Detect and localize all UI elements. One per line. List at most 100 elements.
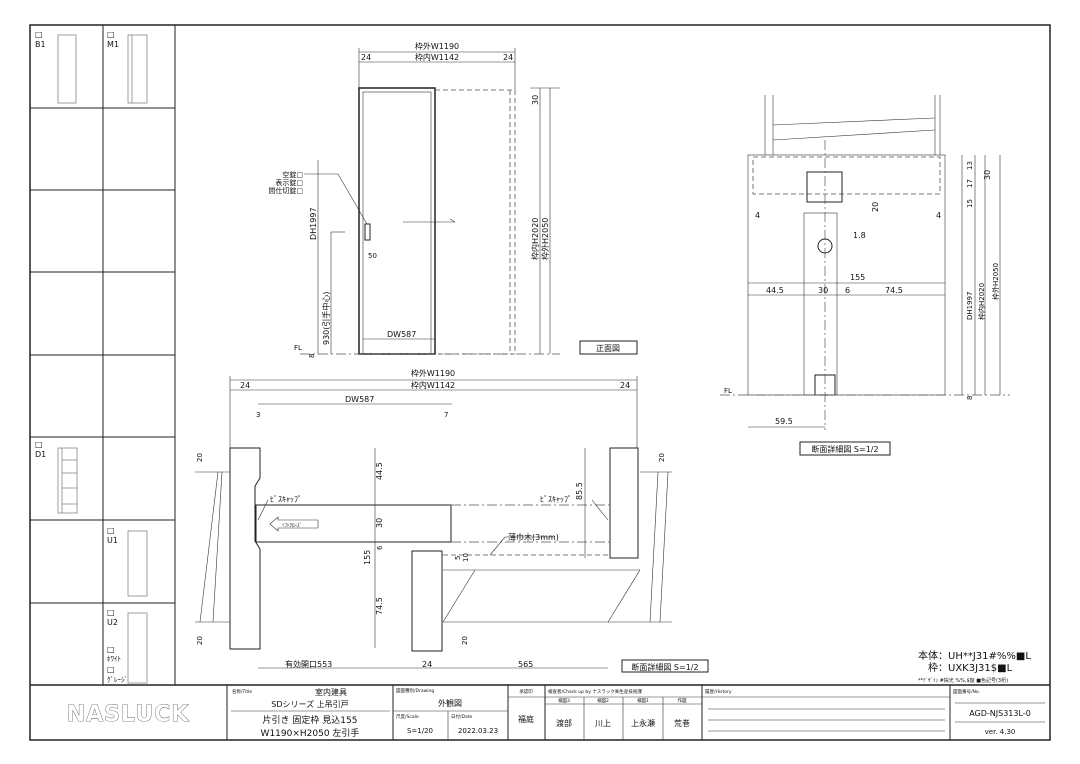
approval-name: 福庭 [518, 714, 534, 724]
color-gray-checkbox[interactable]: □ [107, 665, 115, 674]
dim: 5 [454, 556, 462, 560]
number-label: 図面番号/No. [953, 688, 980, 695]
checker-name: 渡部 [556, 718, 572, 728]
checkbox[interactable]: □ [107, 30, 115, 39]
dim: 6 [376, 545, 384, 550]
panel-d1[interactable]: □ D1 [35, 440, 78, 514]
dim-20: 20 [871, 202, 880, 212]
soft-close-arrow-icon [269, 516, 319, 532]
checkbox[interactable]: □ [107, 526, 115, 535]
dim: 30 [375, 518, 384, 528]
dim: 15 [966, 199, 974, 208]
title-line: 室内建具 [315, 687, 347, 697]
date-label: 日付/Date [451, 713, 473, 720]
drawing-number: AGD-NJS313L-0 [969, 709, 1031, 718]
panel-b1[interactable]: □ B1 [35, 30, 77, 104]
dim-handle-height: 930(引手中心) [321, 291, 331, 345]
lock-option: 表示錠□ [275, 178, 303, 187]
dim-part: 30 [818, 286, 828, 295]
scale-value: S=1/20 [407, 727, 433, 735]
dim-4-left: 4 [755, 211, 760, 220]
checkbox[interactable]: □ [107, 608, 115, 617]
check-label: 検査者/Check up by ナスラック㈱生産技術課 [548, 688, 642, 695]
dim: 10 [462, 553, 470, 562]
dim-floor-gap: 8 [308, 354, 316, 358]
history-label: 履歴/History [705, 689, 732, 695]
dim: 17 [966, 179, 974, 188]
dim-door-height: DH1997 [309, 207, 318, 240]
dim-1-8: 1.8 [853, 231, 866, 240]
dim-outer-height: 枠外H2050 [991, 263, 1000, 300]
dim-door-width: DW587 [345, 395, 374, 404]
panel-code: B1 [35, 40, 46, 49]
checker-role: 検図3 [558, 697, 570, 704]
nasluck-logo: NASLUCK [67, 702, 190, 727]
checker-name: 荒巻 [674, 718, 690, 728]
dim-side-left: 24 [361, 53, 371, 62]
checker-role: 検図2 [597, 697, 609, 704]
dim-inner-width: 枠内W1142 [415, 52, 459, 62]
dim-top-gap: 30 [531, 95, 540, 105]
dim: 155 [363, 550, 372, 565]
floor-label: FL [294, 344, 302, 352]
dim: 74.5 [375, 597, 384, 615]
dim-outer-height: 枠外H2050 [540, 218, 550, 260]
checkbox[interactable]: □ [35, 440, 43, 449]
approval-label: 承認印 [519, 688, 533, 695]
dim-part: 44.5 [766, 286, 784, 295]
checker-name: 上永瀬 [631, 718, 655, 728]
plan-view-label: 断面詳細図 S=1/2 [631, 662, 698, 672]
dim: 44.5 [375, 462, 384, 480]
dim-right: 565 [518, 660, 533, 669]
dim-outer-width: 枠外W1190 [411, 368, 455, 378]
panel-code: M1 [107, 40, 119, 49]
dim-floor-gap: 8 [966, 396, 974, 400]
title-label: 名称/Title [232, 688, 252, 695]
color-gray-label: ｸﾞﾚｰｼﾞ [107, 676, 128, 684]
title-line: SDシリーズ 上吊引戸 [271, 699, 348, 709]
checkbox[interactable]: □ [35, 30, 43, 39]
sheet-border [29, 24, 1051, 741]
product-spec: 本体：UH**J31#%%■L 枠：UXK3J31$■L **ﾃﾞｻﾞｲﾝ #採… [918, 649, 1031, 684]
panel-u2[interactable]: □ U2 □ ﾎﾜｲﾄ □ ｸﾞﾚｰｼﾞ [107, 608, 148, 684]
dim-7: 7 [444, 411, 448, 419]
panel-code: U1 [107, 536, 118, 545]
screw-cap-label-right: ﾋﾞｽｷｬｯﾌﾟ [540, 495, 572, 504]
sidebar-panel-grid [30, 25, 1050, 686]
checker-role: 作図 [678, 697, 687, 704]
date-value: 2022.03.23 [458, 727, 498, 735]
dim: 13 [966, 161, 974, 170]
panel-m1[interactable]: □ M1 [107, 30, 148, 104]
dim-part: 74.5 [885, 286, 903, 295]
soft-close-label: ｿﾌﾄｸﾛｰｽﾞ [282, 522, 302, 529]
dim-side-right: 24 [503, 53, 513, 62]
title-line: W1190×H2050 左引手 [261, 727, 360, 739]
title-block: NASLUCK 名称/Title 室内建具 SDシリーズ 上吊引戸 片引き 固定… [66, 685, 1045, 740]
version: ver. 4.30 [985, 728, 1016, 736]
dim: 20 [461, 636, 469, 645]
panel-code: D1 [35, 450, 46, 459]
spec-frame: 枠：UXK3J31$■L [928, 661, 1013, 674]
section-view-label: 断面詳細図 S=1/2 [811, 444, 878, 454]
dim-inner-height: 枠内H2020 [977, 283, 986, 320]
lock-option: 間仕切錠□ [268, 186, 303, 195]
dim: 85.5 [575, 482, 584, 500]
dim-3: 3 [256, 411, 260, 419]
dim-inner-width: 枠内W1142 [411, 380, 455, 390]
color-white-checkbox[interactable]: □ [107, 645, 115, 654]
spec-legend: **ﾃﾞｻﾞｲﾝ #採光 %%,$錠 ■色記号(3桁) [918, 677, 1008, 684]
panel-u1[interactable]: □ U1 [107, 526, 148, 597]
dim: 20 [196, 636, 204, 645]
front-view-label: 正面図 [596, 344, 620, 353]
screw-cap-label-left: ﾋﾞｽｷｬｯﾌﾟ [270, 495, 302, 504]
dim-door-width: DW587 [387, 330, 416, 339]
plan-view: 枠外W1190 枠内W1142 24 24 DW587 3 7 44.5 30 … [195, 368, 709, 673]
color-white-label: ﾎﾜｲﾄ [107, 655, 121, 663]
checker-name: 川上 [595, 719, 611, 728]
dim-inner-height: 枠内H2020 [530, 218, 540, 260]
lock-option: 空錠□ [282, 170, 303, 179]
dim-door-height: DH1997 [966, 292, 974, 320]
dim: 20 [196, 453, 204, 462]
